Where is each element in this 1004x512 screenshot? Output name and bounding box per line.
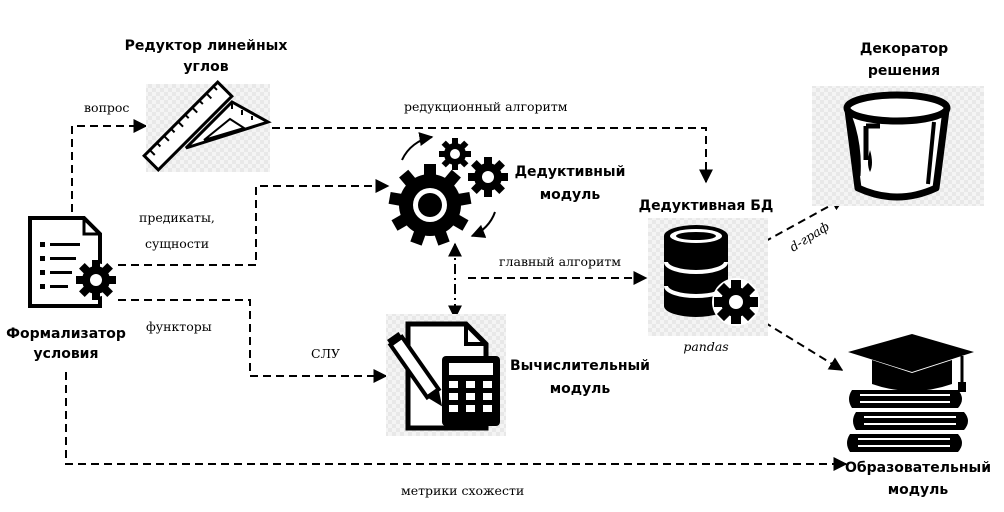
label-functors: функторы	[146, 319, 212, 334]
node-computing-module: Вычислительный модуль	[386, 314, 650, 436]
decorator-title-2: решения	[868, 63, 940, 79]
document-gear-icon	[28, 216, 116, 308]
label-predicates-1: предикаты,	[139, 210, 215, 225]
label-reduction-algorithm: редукционный алгоритм	[404, 99, 568, 114]
formalizer-title-2: условия	[34, 346, 99, 362]
ruler-triangle-icon	[142, 80, 272, 172]
formalizer-title-1: Формализатор	[6, 326, 126, 342]
edge-predicates	[118, 179, 390, 266]
computing-module-title-2: модуль	[550, 381, 611, 397]
reducer-title-2: углов	[183, 59, 228, 75]
label-d-graph: d-граф	[787, 219, 832, 255]
decorator-title-1: Декоратор	[860, 41, 948, 57]
label-slu: СЛУ	[311, 346, 340, 361]
graduation-books-icon	[847, 334, 974, 452]
edge-db-educational	[763, 321, 844, 371]
node-deductive-module: Дедуктивный модуль	[388, 132, 626, 246]
edge-functors	[118, 299, 388, 383]
node-decorator: Декоратор решения	[812, 41, 984, 206]
calculator-pencil-icon	[386, 314, 506, 436]
edge-similarity-metrics	[65, 372, 848, 471]
label-main-algorithm: главный алгоритм	[499, 254, 621, 269]
educational-module-title-2: модуль	[888, 482, 949, 498]
gears-cycle-icon	[388, 132, 508, 246]
educational-module-title-1: Образовательный	[845, 460, 991, 476]
deductive-db-title: Дедуктивная БД	[639, 198, 774, 214]
node-reducer: Редуктор линейных углов	[125, 38, 288, 172]
computing-module-title-1: Вычислительный	[510, 358, 650, 374]
edge-d-graph	[763, 197, 846, 243]
database-gear-icon	[648, 218, 768, 336]
deductive-module-title-2: модуль	[540, 187, 601, 203]
label-similarity-metrics: метрики схожести	[401, 483, 524, 498]
paint-bucket-icon	[812, 86, 984, 206]
edges	[65, 119, 848, 471]
edge-labels: вопрос редукционный алгоритм предикаты, …	[84, 99, 832, 498]
edge-question	[71, 119, 148, 212]
label-predicates-2: сущности	[145, 236, 209, 251]
edge-reduction-algorithm	[272, 127, 713, 184]
node-educational-module: Образовательный модуль	[845, 334, 991, 498]
node-formalizer: Формализатор условия	[6, 216, 126, 362]
reducer-title-1: Редуктор линейных	[125, 38, 288, 54]
deductive-db-sublabel: pandas	[683, 339, 728, 354]
label-question: вопрос	[84, 100, 129, 115]
node-deductive-db: Дедуктивная БД	[639, 198, 774, 354]
deductive-module-title-1: Дедуктивный	[515, 164, 626, 180]
